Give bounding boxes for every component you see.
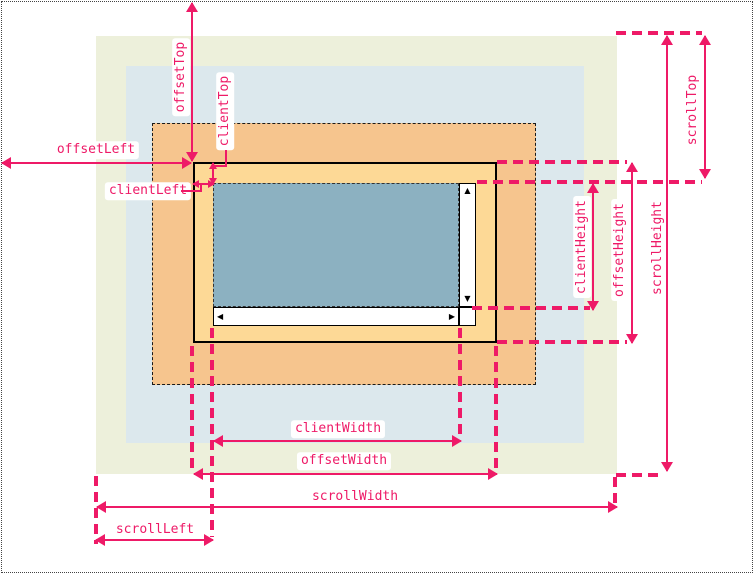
offset-top-label: offsetTop bbox=[172, 37, 190, 117]
border-left-dash bbox=[190, 346, 194, 471]
scroll-extent-top-dash bbox=[616, 31, 702, 35]
offset-height-label: offsetHeight bbox=[611, 199, 629, 301]
client-top-connector-v bbox=[225, 150, 227, 167]
offset-height-arrow bbox=[631, 163, 633, 343]
offset-width-label: offsetWidth bbox=[296, 452, 392, 470]
offset-width-arrow bbox=[194, 473, 497, 475]
scroll-extent-right-dash bbox=[613, 477, 617, 503]
vertical-scrollbar: ▲ ▼ bbox=[459, 183, 476, 307]
client-bottom-dash bbox=[472, 306, 590, 310]
scroll-top-arrow bbox=[704, 36, 706, 178]
scroll-up-icon: ▲ bbox=[464, 186, 471, 195]
content-rect bbox=[213, 183, 459, 307]
client-left-arrow bbox=[193, 183, 214, 185]
horizontal-scrollbar: ◀ ▶ bbox=[213, 307, 459, 326]
client-left-connector-v bbox=[200, 184, 202, 192]
scroll-left-arrow bbox=[96, 539, 213, 541]
scroll-width-label: scrollWidth bbox=[307, 488, 403, 506]
scroll-down-icon: ▼ bbox=[464, 294, 471, 303]
client-top-connector-h bbox=[214, 165, 227, 167]
client-left-dash bbox=[210, 328, 214, 537]
offset-left-arrow bbox=[2, 162, 191, 164]
border-bottom-dash bbox=[497, 340, 627, 344]
client-top-dash bbox=[477, 180, 702, 184]
scroll-height-label: scrollHeight bbox=[649, 197, 667, 299]
client-left-connector-h bbox=[181, 190, 202, 192]
offset-top-arrow bbox=[191, 3, 193, 161]
border-right-dash bbox=[494, 346, 498, 471]
client-top-arrow bbox=[212, 163, 214, 184]
scroll-width-arrow bbox=[97, 506, 617, 508]
scroll-left-icon: ◀ bbox=[217, 311, 224, 321]
scroll-top-label: scrollTop bbox=[684, 70, 702, 150]
client-height-arrow bbox=[592, 184, 594, 310]
client-width-arrow bbox=[214, 440, 461, 442]
client-height-label: clientHeight bbox=[573, 196, 591, 298]
client-top-label: clientTop bbox=[216, 71, 234, 151]
scroll-left-label: scrollLeft bbox=[111, 521, 199, 539]
client-left-label: clientLeft bbox=[104, 182, 192, 200]
border-top-dash bbox=[497, 160, 627, 164]
client-width-label: clientWidth bbox=[290, 420, 386, 438]
scroll-height-arrow bbox=[666, 36, 668, 471]
scroll-right-icon: ▶ bbox=[448, 311, 455, 321]
scroll-extent-bottom-dash bbox=[616, 473, 664, 477]
offset-left-label: offsetLeft bbox=[52, 141, 140, 159]
scrollbar-corner bbox=[459, 307, 476, 326]
client-right-dash bbox=[458, 328, 462, 438]
